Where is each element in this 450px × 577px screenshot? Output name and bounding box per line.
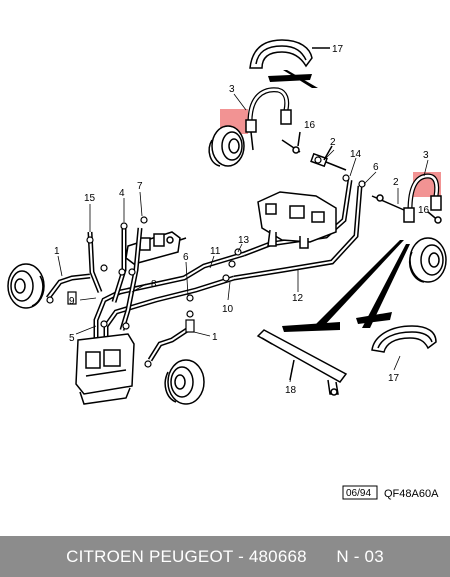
callout-13: 13 (238, 235, 250, 246)
footer-page: N - 03 (336, 546, 384, 566)
callout-10: 10 (222, 304, 234, 315)
callout-14: 14 (350, 149, 362, 160)
brake-pipe-6-right (233, 185, 363, 281)
union-bolt-right (427, 211, 442, 224)
leader-lines (57, 93, 429, 383)
callout-1-right: 1 (212, 332, 218, 343)
pointer-wedge-top-2 (268, 74, 312, 82)
callout-7: 7 (137, 181, 143, 192)
callout-11: 11 (210, 246, 221, 257)
callout-4: 4 (119, 188, 125, 199)
callout-2-right: 2 (393, 177, 399, 188)
union-bolt-top (281, 131, 301, 154)
callout-3-left: 3 (229, 84, 235, 95)
callout-5: 5 (69, 333, 75, 344)
rear-drum-left (208, 125, 245, 167)
front-disc-right (164, 359, 205, 405)
callout-15: 15 (84, 193, 96, 204)
footer-brand: CITROEN PEUGEOT - 480668 (66, 546, 307, 566)
callout-16-right: 16 (418, 205, 430, 216)
pointer-wedge-right-c (282, 322, 340, 332)
brake-pipe-bundle (87, 226, 245, 372)
callout-9: 9 (69, 296, 75, 307)
pipe-bracket-18 (256, 329, 348, 396)
pointer-wedge-right-a (312, 240, 404, 328)
pointer-wedge-right-d (356, 312, 392, 324)
hose-clip-bottom (371, 325, 437, 353)
rear-brake-hose-left (245, 87, 292, 151)
callout-17-bottom: 17 (388, 373, 400, 384)
rear-drum-right (408, 237, 447, 283)
hydraulic-unit (75, 333, 135, 405)
reference-date: 06/94 (346, 488, 371, 499)
callout-6-mid: 6 (183, 252, 189, 263)
callout-12: 12 (292, 293, 304, 304)
compensator-valve (257, 191, 337, 249)
brake-pipe-diagram: 17 3 16 2 14 6 3 2 16 15 4 7 1 9 8 5 11 … (7, 39, 447, 500)
callout-8: 8 (151, 279, 157, 290)
front-disc-left (7, 263, 45, 309)
front-brake-hose-left (46, 273, 91, 305)
footer-bar: CITROEN PEUGEOT - 480668 N - 03 (0, 536, 450, 577)
front-brake-hose-right (144, 319, 195, 368)
reference-code: QF48A60A (384, 488, 439, 500)
reference-date-box (342, 485, 378, 500)
hose-clip-top (249, 39, 330, 69)
callout-6-right: 6 (373, 162, 379, 173)
callout-16-top: 16 (304, 120, 316, 131)
callout-3-right: 3 (423, 150, 429, 161)
callout-2-top: 2 (330, 137, 336, 148)
callout-18: 18 (285, 385, 297, 396)
rear-brake-hose-right (371, 173, 442, 223)
pipe-fittings (86, 156, 366, 330)
pointer-wedge-right-b (362, 244, 410, 328)
callout-17-top: 17 (332, 44, 344, 55)
callout-1-left: 1 (54, 246, 60, 257)
